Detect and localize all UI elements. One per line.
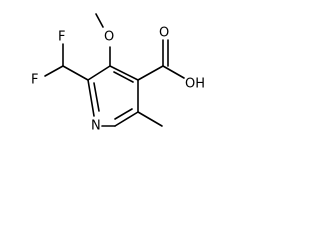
bond-o-ch3 — [95, 13, 104, 28]
bond-c4-cooh — [137, 65, 164, 81]
chemical-structure-diagram: F F O O OH N — [0, 0, 234, 148]
bond-n-c2 — [87, 79, 95, 117]
bond-c5-c6-inner — [114, 108, 133, 120]
bond-c-oh — [162, 65, 185, 79]
bond-c5-ch3 — [137, 111, 163, 127]
bond-c5-c6 — [114, 111, 139, 127]
bond-c2-c3 — [87, 65, 111, 81]
bond-c3-c4 — [109, 65, 139, 81]
atom-label-o-methoxy: O — [104, 30, 114, 45]
atom-label-oh: OH — [185, 77, 205, 92]
atom-label-n-ring: N — [91, 119, 101, 134]
atom-label-f-bottom: F — [31, 73, 38, 88]
molecule-drawing: F F O O OH N — [31, 13, 205, 134]
bond-chf2-f-bottom — [44, 65, 64, 77]
bond-c3-c4-inner — [113, 71, 134, 83]
bond-c2-chf2 — [62, 65, 89, 81]
atom-label-o-carbonyl: O — [159, 26, 169, 41]
bond-n-c2-inner — [93, 82, 100, 112]
atom-label-f-top: F — [58, 30, 65, 45]
